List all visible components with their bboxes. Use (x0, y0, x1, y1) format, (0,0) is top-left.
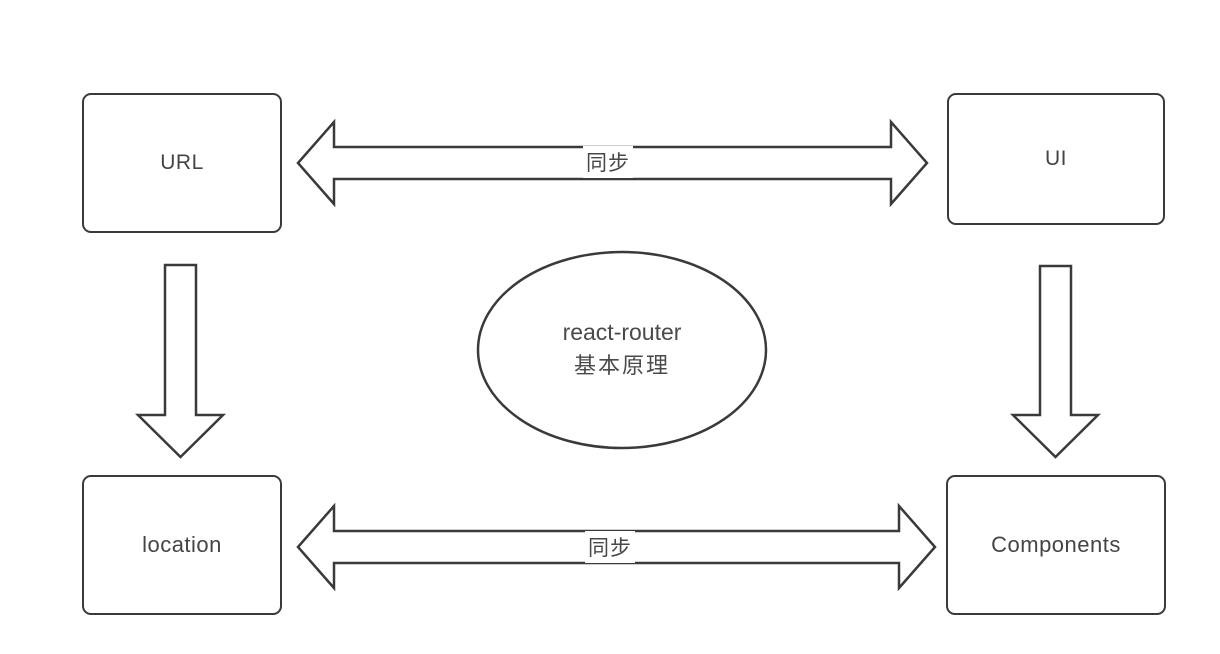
node-url: URL (82, 93, 282, 233)
url-to-location-arrow (134, 263, 227, 459)
caption-subtitle: 基本原理 (573, 353, 670, 378)
node-components: Components (946, 475, 1166, 615)
node-ui-label: UI (1045, 147, 1067, 170)
node-location: location (82, 475, 282, 615)
node-components-label: Components (991, 532, 1121, 557)
node-location-label: location (142, 532, 222, 557)
caption-title: react-router (562, 319, 682, 345)
bottom-sync-label: 同步 (585, 531, 635, 563)
top-sync-label: 同步 (583, 146, 633, 178)
center-ellipse-outline (476, 250, 768, 450)
node-url-label: URL (160, 151, 204, 174)
center-ellipse-caption: react-router 基本原理 (478, 316, 766, 382)
ui-to-components-arrow (1009, 264, 1102, 459)
node-ui: UI (947, 93, 1165, 225)
